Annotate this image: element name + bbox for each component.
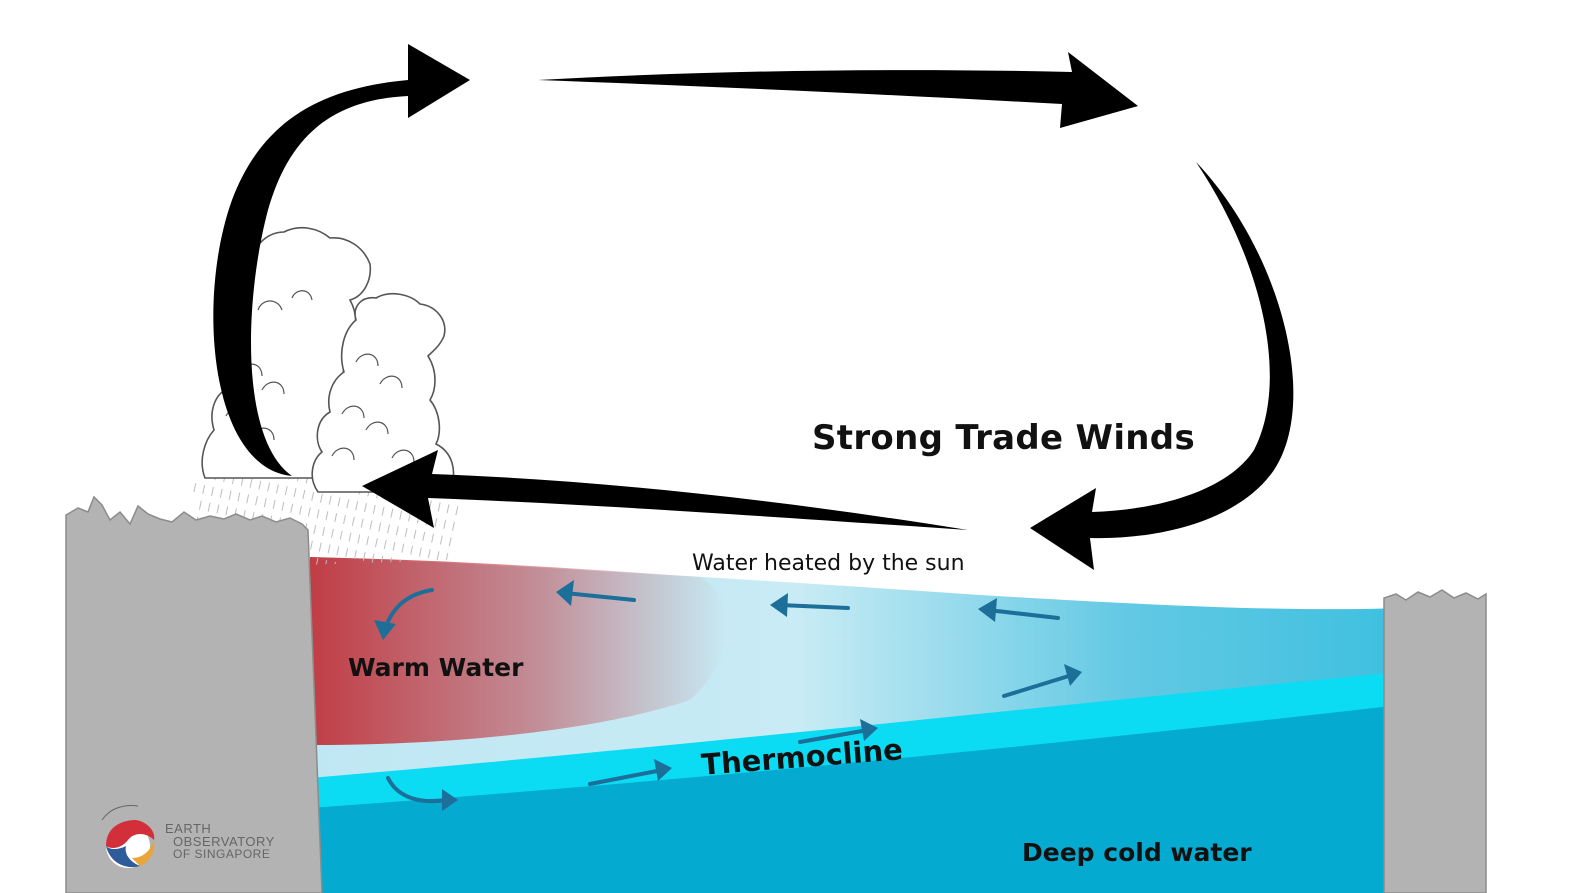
upper-level-arrow	[538, 52, 1138, 128]
earth-observatory-logo-text: EARTH OBSERVATORY OF SINGAPORE	[165, 822, 275, 861]
logo-line-2: OBSERVATORY	[173, 834, 275, 849]
water-heated-label: Water heated by the sun	[692, 551, 965, 576]
warm-water-pool	[310, 557, 728, 745]
current-arrow-2	[778, 603, 850, 610]
current-arrow-3	[986, 608, 1060, 620]
current-arrow-5	[1002, 673, 1074, 698]
current-arrow-6	[798, 728, 870, 744]
eastern-land	[1383, 589, 1487, 893]
current-arrow-7	[588, 768, 664, 786]
ocean-current-arrowheads	[374, 580, 1082, 811]
warm-water-label: Warm Water	[348, 653, 524, 682]
deep-cold-water-label: Deep cold water	[1022, 838, 1252, 867]
current-arrow-8	[386, 776, 450, 804]
strong-trade-winds-title: Strong Trade Winds	[812, 418, 1195, 458]
rising-air-arrow	[213, 44, 470, 476]
logo-line-1: EARTH	[165, 821, 212, 836]
sinking-air-arrow	[1030, 162, 1294, 570]
current-arrow-4	[384, 588, 434, 628]
logo-line-3: OF SINGAPORE	[173, 847, 271, 861]
western-land	[65, 495, 323, 893]
deep-cold-water-layer	[310, 705, 1400, 893]
wind-arrows	[213, 44, 1294, 570]
earth-observatory-logo-mark	[101, 805, 155, 868]
ocean-current-arrows	[384, 588, 1074, 804]
current-arrow-1	[563, 591, 636, 602]
trade-wind-arrow	[362, 450, 968, 530]
